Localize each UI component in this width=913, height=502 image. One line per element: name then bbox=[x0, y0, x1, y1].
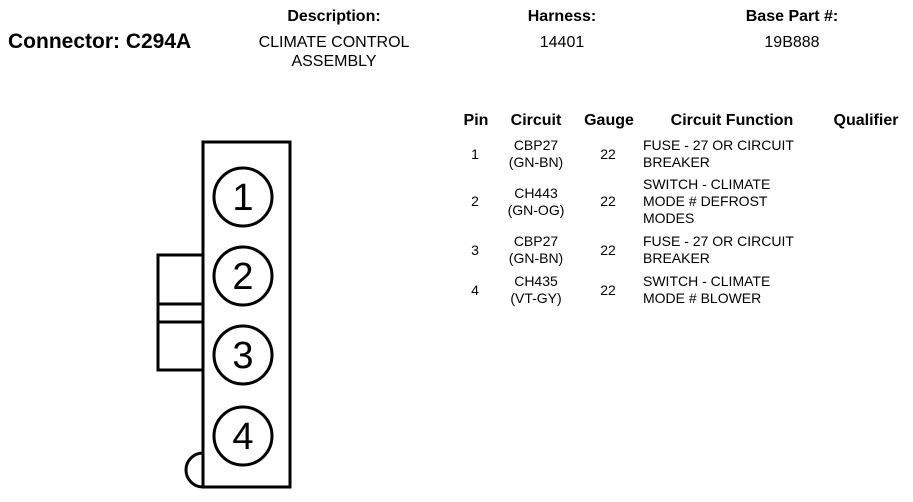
connector-title: Connector: C294A bbox=[8, 30, 192, 53]
function-line: MODE # DEFROST bbox=[643, 193, 768, 209]
row-4-circuit: CH435 (VT-GY) bbox=[496, 273, 576, 307]
function-line: MODE # BLOWER bbox=[643, 290, 762, 306]
circuit-code: CBP27 bbox=[513, 233, 559, 249]
harness-value: 14401 bbox=[539, 34, 585, 51]
function-line: BREAKER bbox=[643, 250, 710, 266]
connector-key bbox=[184, 451, 204, 489]
description-line-2: ASSEMBLY bbox=[291, 53, 377, 70]
row-2-circuit: CH443 (GN-OG) bbox=[496, 185, 576, 219]
row-3-function: FUSE - 27 OR CIRCUIT BREAKER bbox=[643, 233, 833, 267]
row-3-circuit: CBP27 (GN-BN) bbox=[496, 233, 576, 267]
circuit-color: (VT-GY) bbox=[510, 290, 562, 306]
pin-2-circle bbox=[212, 245, 274, 307]
row-3-pin: 3 bbox=[471, 242, 479, 258]
function-line: FUSE - 27 OR CIRCUIT bbox=[643, 233, 794, 249]
row-2-function: SWITCH - CLIMATE MODE # DEFROST MODES bbox=[643, 176, 833, 227]
harness-label: Harness: bbox=[527, 8, 597, 25]
connector-latch bbox=[156, 253, 203, 372]
base-part-value: 19B888 bbox=[764, 34, 820, 51]
function-line: SWITCH - CLIMATE bbox=[643, 273, 771, 289]
pin-4-circle bbox=[212, 405, 274, 467]
row-1-function: FUSE - 27 OR CIRCUIT BREAKER bbox=[643, 137, 833, 171]
pin-3-circle bbox=[212, 324, 274, 386]
row-1-circuit: CBP27 (GN-BN) bbox=[496, 137, 576, 171]
function-line: FUSE - 27 OR CIRCUIT bbox=[643, 137, 794, 153]
description-line-1: CLIMATE CONTROL bbox=[258, 34, 410, 51]
base-part-label: Base Part #: bbox=[745, 8, 839, 25]
pin-3-label: 3 bbox=[232, 335, 253, 377]
row-1-gauge: 22 bbox=[600, 146, 616, 162]
function-line: SWITCH - CLIMATE bbox=[643, 176, 771, 192]
row-4-pin: 4 bbox=[471, 282, 479, 298]
column-header-circuit: Circuit bbox=[510, 112, 562, 129]
column-header-pin: Pin bbox=[463, 112, 489, 129]
description-value: CLIMATE CONTROL ASSEMBLY bbox=[224, 33, 444, 71]
row-1-pin: 1 bbox=[471, 146, 479, 162]
pin-1-label: 1 bbox=[232, 177, 253, 219]
pin-4-label: 4 bbox=[232, 416, 253, 458]
row-3-gauge: 22 bbox=[600, 242, 616, 258]
circuit-code: CH443 bbox=[514, 185, 558, 201]
pin-1-circle bbox=[212, 166, 274, 228]
function-line: BREAKER bbox=[643, 154, 710, 170]
row-4-gauge: 22 bbox=[600, 282, 616, 298]
column-header-qualifier: Qualifier bbox=[833, 112, 899, 129]
circuit-code: CH435 bbox=[514, 273, 558, 289]
row-2-gauge: 22 bbox=[600, 193, 616, 209]
column-header-gauge: Gauge bbox=[584, 112, 634, 129]
circuit-color: (GN-BN) bbox=[508, 250, 564, 266]
row-4-function: SWITCH - CLIMATE MODE # BLOWER bbox=[643, 273, 833, 307]
circuit-color: (GN-OG) bbox=[507, 202, 565, 218]
description-label: Description: bbox=[287, 8, 381, 25]
row-2-pin: 2 bbox=[471, 193, 479, 209]
circuit-color: (GN-BN) bbox=[508, 154, 564, 170]
function-line: MODES bbox=[643, 210, 695, 226]
connector-housing bbox=[201, 140, 292, 489]
pin-2-label: 2 bbox=[232, 256, 253, 298]
circuit-code: CBP27 bbox=[513, 137, 559, 153]
column-header-circuit-function: Circuit Function bbox=[670, 112, 794, 129]
